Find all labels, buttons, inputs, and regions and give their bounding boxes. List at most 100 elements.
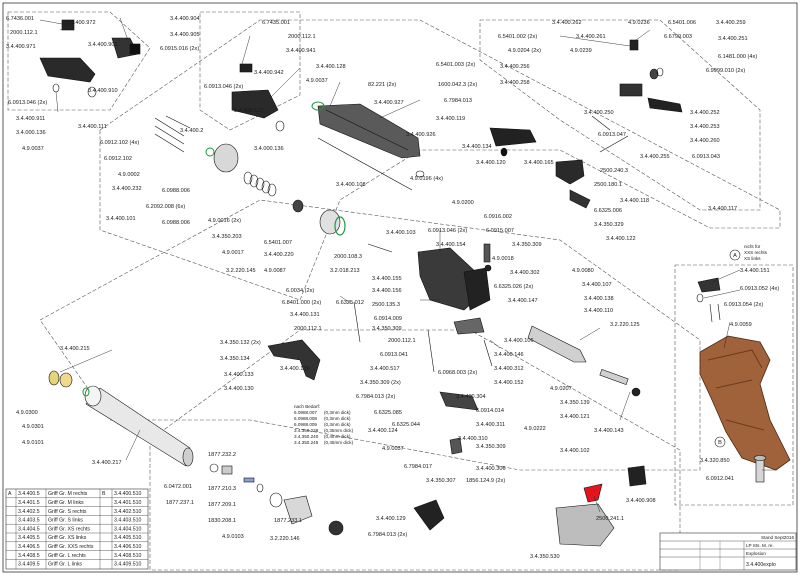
table-cell: 3.4.400.510 [114,491,142,497]
part-label: 2000.112.1 [388,338,416,344]
table-cell: Griff Gr. XS rechts [48,526,90,532]
title-block-stand: Stand Sept2016 [761,535,794,540]
part-label: 3.4.400.927 [374,100,404,106]
part-label: 2000.112.1 [288,34,316,40]
part-label: 3.4.400.147 [508,298,538,304]
table-cell: 3.4.406.5 [18,544,40,550]
part-label: 3.2.220.146 [270,536,300,542]
title-block: Stand Sept2016 LP Sts. M. re. Explosion … [659,532,797,571]
part-label: 6.0472.001 [164,484,192,490]
part-label: 3.4.400.972 [66,20,96,26]
part-label: 2500.240.3 [600,168,628,174]
part-label: 4.9.0207 [550,386,572,392]
part-label: 3.4.400.128 [316,64,346,70]
part-label: 82.221 (2x) [368,82,396,88]
part-label: 6.0913.046 (2x) [428,228,467,234]
part-label: 6.7435.001 [262,20,290,26]
callout-a-text: A [733,253,737,259]
part-label: 3.4.400.251 [718,36,748,42]
part-label: 4.9.0239 [570,48,592,54]
part-label: 4.9.0037 [22,146,44,152]
part-label: 6.7984.013 (2x) [356,394,395,400]
part-label: 3.4.400.259 [716,20,746,26]
part-label: 4.9.0200 [452,200,474,206]
table-cell: A [8,491,12,497]
part-label: 3.4.400.908 [626,498,656,504]
table-cell: 3.4.409.5 [18,562,40,568]
part-label: 6.7436.001 [6,16,34,22]
part-label: 3.4.400.111 [78,124,107,130]
part-label: 6.7984.013 [444,98,472,104]
part-label: 3.4.400.517 [370,366,400,372]
part-label: 3.4.350.329 [594,222,624,228]
part-label: 3.4.350.309 [512,242,542,248]
part-label: 3.4.400.256 [500,64,530,70]
part-label: 6.0912.041 [706,476,734,482]
part-label: 3.4.400.121 [560,414,590,420]
part-label: 6.0913.054 (2x) [724,302,763,308]
part-shapes [39,19,791,547]
part-label: 3.4.400.108 [336,182,366,188]
part-label: 3.4.400.155 [372,276,402,282]
part-label: 3.4.400.312 [494,366,524,372]
callout-b [714,436,726,448]
part-label: 3.4.400.311 [476,422,505,428]
part-label: 4.9.0018 [492,256,514,262]
part-label: 3.4.400.103 [386,230,416,236]
part-label: 6.0914.009 [374,316,402,322]
shim-note-code: 3.4.350.238 [294,428,319,433]
part-label: 3.4.400.252 [690,110,720,116]
part-label: 3.4.400.926 [406,132,436,138]
part-label: 6.2092.008 (6x) [146,204,185,210]
part-label: 3.4.400.220 [264,252,294,258]
part-label: 3.4.400.106 [504,338,534,344]
part-label: 4.9.0236 [628,20,650,26]
table-cell: 3.4.404.5 [18,526,40,532]
table-cell: Griff Gr. S rechts [48,509,87,515]
part-label: 3.4.400.253 [690,124,720,130]
part-label: 4.9.0196 (4x) [410,176,443,182]
part-label: 6.0912.102 [104,156,132,162]
part-label: 3.4.400.310 [458,436,488,442]
leader-lines [39,17,776,521]
part-label: 3.4.350.139 [560,400,590,406]
part-label: 3.4.400.152 [494,380,524,386]
table-cell: 3.4.403.5 [18,518,40,524]
shim-note-code: 3.4.350.245 [294,440,319,445]
part-label: 1856.124.9 (2x) [466,478,505,484]
shim-note-thickness: (0,3mm dick) [324,410,351,415]
part-label: 4.9.0222 [524,426,546,432]
part-label: 3.4.400.910 [88,88,118,94]
part-label: 3.4.400.101 [106,216,136,222]
table-cell: 3.4.405.5 [18,535,40,541]
part-label: 3.4.400.905 [170,32,200,38]
note-text: XS links [744,256,761,261]
part-label: 3.4.400.129 [376,516,406,522]
part-label: 4.9.0101 [22,440,44,446]
table-cell: 3.4.402.510 [114,509,142,515]
part-label: 3.4.350.309 (2x) [360,380,401,386]
part-label: 1877.210.3 [208,486,236,492]
group-outline-middle [39,199,701,471]
part-label: 3.4.350.309 [372,326,402,332]
shim-note-title: nach Bedarf: [294,404,320,409]
part-label: 3.4.400.154 [436,242,466,248]
table-cell: 3.4.401.510 [114,500,142,506]
part-label: 3.4.400.306 [476,466,506,472]
table-cell: 3.4.402.5 [18,509,40,515]
part-label: 3.4.350.132 (2x) [220,340,261,346]
part-label: 3.4.400.304 [456,394,486,400]
part-label: 2500.241.1 [596,516,624,522]
part-label: 4.9.0300 [16,410,38,416]
part-label: 6.5401.002 (2x) [498,34,537,40]
part-label: 3.2.018.213 [330,268,360,274]
shim-note-thickness: (0,3mm dick) [324,422,351,427]
part-label: 3.4.400.156 [372,288,402,294]
shim-note-thickness: (0,4mm dick) [324,434,351,439]
part-label: 6.0913.046 (2x) [8,100,47,106]
title-block-number: 3.4.400explo [746,562,776,568]
table-cell: 3.4.405.510 [114,535,142,541]
part-label: 1877.233.1 [274,518,302,524]
table-cell: 3.4.409.510 [114,562,142,568]
